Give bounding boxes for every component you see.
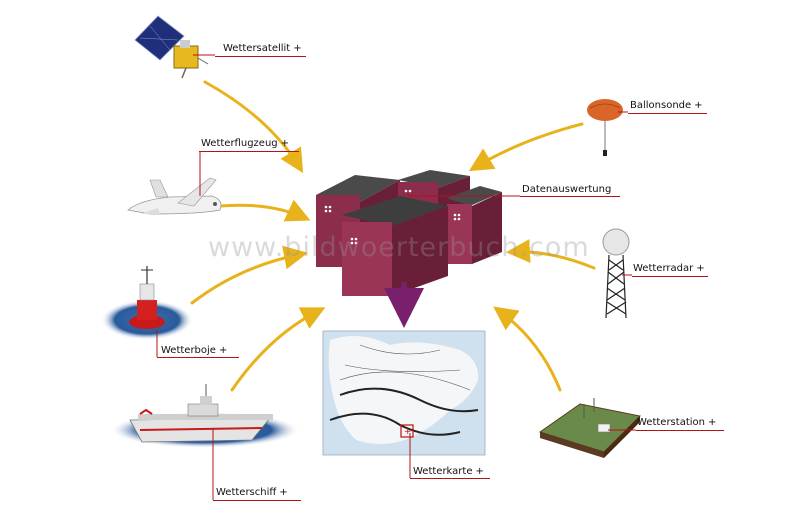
satellite-icon bbox=[134, 15, 209, 79]
arrow-from-airplane bbox=[218, 199, 311, 222]
label-text: Wetterboje bbox=[161, 345, 216, 356]
arrow-from-station bbox=[493, 306, 562, 392]
weather-buoy-icon bbox=[101, 266, 193, 340]
weather-ship-icon bbox=[110, 384, 300, 448]
balloon-sonde-icon bbox=[587, 99, 623, 156]
weather-radar-icon bbox=[602, 228, 630, 319]
data-flow-arrows bbox=[190, 80, 596, 392]
underline-datenauswertung bbox=[520, 196, 620, 197]
arrow-from-ship bbox=[230, 307, 326, 392]
underline-wetterradar bbox=[632, 276, 708, 277]
label-wetterkarte[interactable]: Wetterkarte+ bbox=[413, 466, 484, 478]
underline-wetterkarte bbox=[410, 478, 490, 479]
underline-wetterboje bbox=[157, 357, 239, 358]
underline-wetterstation bbox=[636, 430, 724, 431]
underline-wetterschiff bbox=[213, 500, 301, 501]
watermark-text: www.bildwoerterbuch.com bbox=[208, 232, 590, 263]
plus-icon: + bbox=[293, 43, 302, 54]
label-wetterstation[interactable]: Wetterstation+ bbox=[637, 417, 716, 429]
label-text: Ballonsonde bbox=[630, 100, 692, 111]
arrow-from-balloon bbox=[468, 122, 584, 172]
airplane-icon bbox=[127, 177, 222, 215]
label-datenauswertung: Datenauswertung bbox=[522, 184, 611, 196]
label-text: Wetterflugzeug bbox=[201, 138, 278, 149]
plus-icon: + bbox=[707, 417, 717, 428]
weather-map-icon: + bbox=[322, 330, 486, 456]
plus-icon: + bbox=[696, 263, 705, 274]
underline-wetterflugzeug bbox=[199, 151, 299, 152]
computer-cluster-icon bbox=[316, 170, 502, 296]
label-wetterschiff[interactable]: Wetterschiff+ bbox=[216, 487, 288, 499]
underline-ballonsonde bbox=[628, 113, 707, 114]
plus-icon: + bbox=[475, 466, 484, 477]
plus-icon: + bbox=[218, 345, 228, 356]
label-text: Wetterstation bbox=[637, 417, 705, 428]
arrow-from-radar bbox=[506, 239, 596, 270]
label-text: Wetterkarte bbox=[413, 466, 473, 477]
arrow-from-satellite bbox=[203, 80, 304, 174]
label-leader-lines bbox=[156, 54, 636, 500]
label-text: Wetterschiff bbox=[216, 487, 277, 498]
plus-icon: + bbox=[280, 138, 290, 149]
label-text: Wettersatellit bbox=[223, 43, 291, 54]
plus-icon: + bbox=[694, 100, 703, 111]
arrow-from-buoy bbox=[190, 245, 308, 305]
svg-text:+: + bbox=[404, 427, 412, 437]
label-text: Datenauswertung bbox=[522, 184, 612, 195]
label-wetterboje[interactable]: Wetterboje+ bbox=[161, 345, 227, 357]
label-ballonsonde[interactable]: Ballonsonde+ bbox=[630, 100, 703, 112]
label-text: Wetterradar bbox=[633, 263, 694, 274]
label-wetterradar[interactable]: Wetterradar+ bbox=[633, 263, 705, 275]
plus-icon: + bbox=[279, 487, 288, 498]
weather-station-icon bbox=[538, 398, 642, 458]
label-wetterflugzeug[interactable]: Wetterflugzeug+ bbox=[201, 138, 289, 150]
label-wettersatellit[interactable]: Wettersatellit+ bbox=[223, 43, 302, 55]
underline-wettersatellit bbox=[215, 56, 306, 57]
